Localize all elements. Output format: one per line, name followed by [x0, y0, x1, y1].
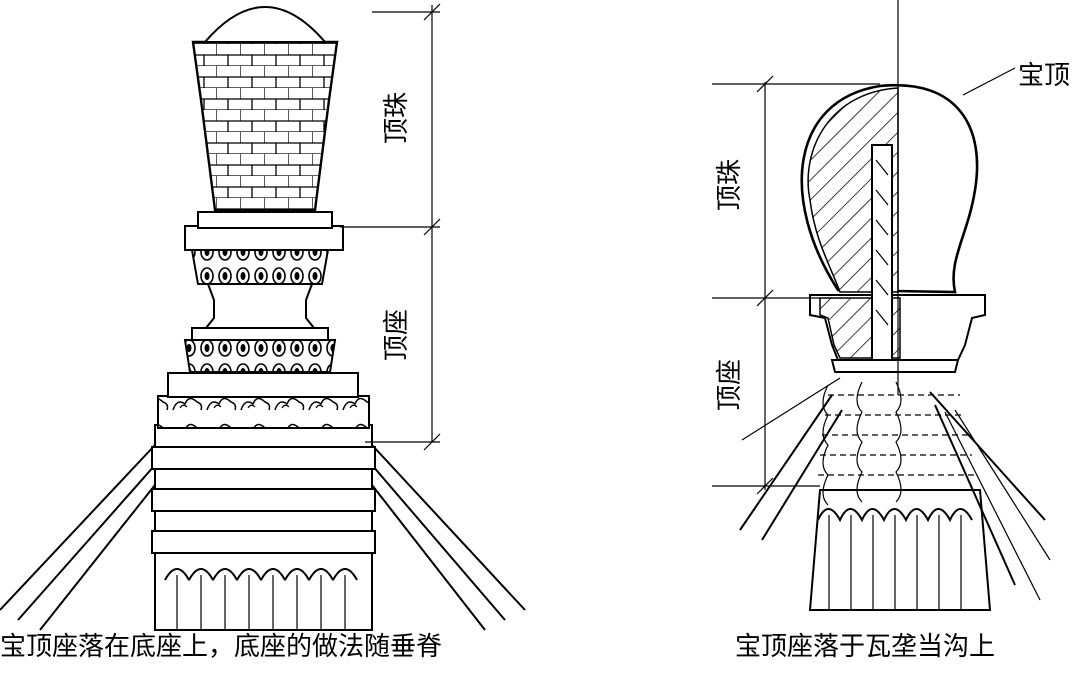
- left-base-moulding: [151, 424, 376, 631]
- left-ridge-slopes: [0, 444, 526, 631]
- left-cloud-band: [157, 395, 370, 429]
- left-label-top: 顶珠: [382, 92, 412, 144]
- left-dome-cap: [202, 6, 328, 43]
- left-caption: 宝顶座落在底座上，底座的做法随垂脊: [0, 632, 443, 662]
- left-cap-slab: [184, 225, 344, 251]
- right-ridge-body: [808, 489, 992, 611]
- left-lower-ornament: [183, 339, 337, 373]
- left-dimension-line: [340, 3, 441, 451]
- left-upper-ornament: [190, 249, 330, 285]
- right-caption: 宝顶座落于瓦垄当沟上: [735, 632, 996, 662]
- left-finial-drawing: 顶珠 顶座: [0, 3, 526, 631]
- right-label-callout: 宝顶: [1018, 61, 1070, 91]
- right-label-bottom: 顶座: [715, 359, 745, 411]
- left-waist: [203, 283, 317, 329]
- right-ridge-slopes: [739, 391, 1051, 601]
- left-brick-pearl: [191, 40, 339, 212]
- left-plinth-slab: [167, 372, 359, 398]
- right-dimension-line: [712, 75, 880, 495]
- right-label-top: 顶珠: [715, 159, 745, 211]
- left-label-bottom: 顶座: [382, 309, 412, 361]
- right-core-post: [871, 144, 893, 361]
- right-callout-leader: [962, 67, 1016, 96]
- right-finial-drawing: 宝顶 顶珠 顶座: [712, 0, 1070, 611]
- right-tile-rows: [818, 381, 975, 506]
